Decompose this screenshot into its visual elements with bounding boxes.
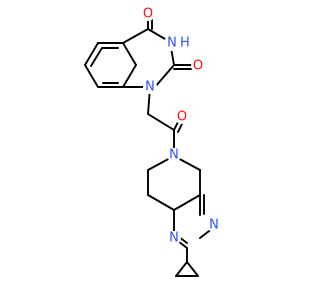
bond (175, 261, 188, 277)
bond (122, 28, 149, 44)
atom-labels: O N H O N O N N N (141, 7, 221, 246)
bonds (84, 13, 214, 277)
atom-O-label: O (193, 59, 203, 74)
bond (147, 194, 175, 211)
atom-O-label: O (143, 7, 153, 22)
bond (84, 64, 99, 88)
bond (147, 113, 175, 131)
bond (173, 194, 201, 211)
atom-H-label: H (180, 36, 190, 51)
atom-O: O (191, 59, 205, 74)
molecule-structure-canvas: O N H O N O N N N (84, 6, 221, 277)
bond (122, 42, 137, 66)
atom-N-label: N (145, 80, 155, 95)
atom-N: N (143, 80, 157, 95)
bond (154, 64, 175, 88)
atom-N-label: N (169, 148, 179, 163)
bond (186, 261, 199, 277)
bond (84, 42, 99, 66)
molecule-structure: O N H O N O N N N (84, 6, 221, 277)
atom-O: O (141, 7, 155, 22)
atom-N: N (167, 231, 181, 246)
atom-N: N (207, 218, 221, 233)
atom-O: O (175, 110, 189, 125)
bond (122, 64, 137, 88)
atom-N-label: N (169, 231, 179, 246)
atom-N-label: N (167, 36, 177, 51)
atom-N-label: N (209, 218, 219, 233)
atom-N: N (167, 148, 181, 163)
atom-NH: N H (164, 35, 190, 51)
atom-O-label: O (177, 110, 187, 125)
bond (90, 47, 103, 67)
